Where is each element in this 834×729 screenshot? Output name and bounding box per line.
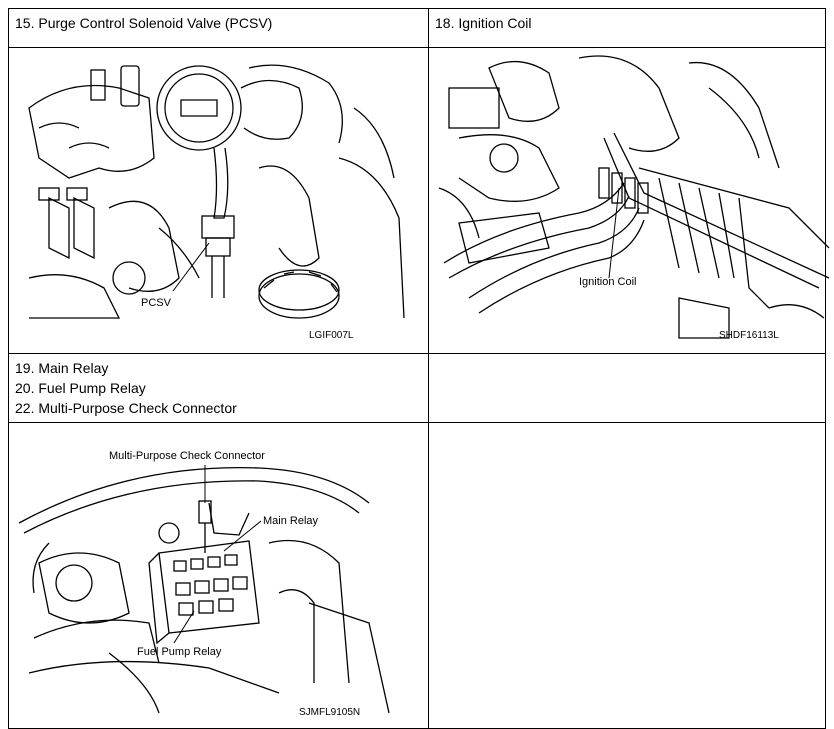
relays-illustration: Multi-Purpose Check Connector Main Relay…	[18, 450, 390, 714]
relays-line-fuel-pump-relay: 20. Fuel Pump Relay	[15, 380, 146, 396]
fuel-pump-relay-callout: Fuel Pump Relay	[137, 646, 222, 658]
pcsv-illustration: PCSV	[28, 64, 405, 319]
pcsv-figure-cell: PCSV LGIF007L	[8, 47, 429, 354]
ignition-figure: Ignition Coil SHDF16113L	[429, 48, 830, 353]
pcsv-figure: PCSV LGIF007L	[9, 48, 428, 353]
empty-figure-cell	[428, 422, 826, 729]
relays-figure-cell: Multi-Purpose Check Connector Main Relay…	[8, 422, 429, 729]
pcsv-header: 15. Purge Control Solenoid Valve (PCSV)	[8, 8, 429, 48]
ignition-illustration: Ignition Coil	[438, 55, 830, 339]
mpcc-callout: Multi-Purpose Check Connector	[109, 450, 265, 462]
relays-figure-code: SJMFL9105N	[299, 707, 361, 718]
ignition-title: 18. Ignition Coil	[435, 15, 532, 31]
pcsv-title: 15. Purge Control Solenoid Valve (PCSV)	[15, 15, 273, 31]
ignition-figure-code: SHDF16113L	[719, 330, 779, 341]
ignition-callout: Ignition Coil	[579, 276, 636, 288]
empty-header-cell	[428, 353, 826, 423]
main-relay-callout: Main Relay	[263, 515, 319, 527]
pcsv-callout: PCSV	[141, 297, 172, 309]
relays-header: 19. Main Relay 20. Fuel Pump Relay 22. M…	[8, 353, 429, 423]
relays-figure: Multi-Purpose Check Connector Main Relay…	[9, 423, 428, 728]
ignition-header: 18. Ignition Coil	[428, 8, 826, 48]
relays-line-check-connector: 22. Multi-Purpose Check Connector	[15, 400, 237, 416]
relays-line-main-relay: 19. Main Relay	[15, 360, 109, 376]
pcsv-figure-code: LGIF007L	[309, 330, 354, 341]
component-location-table: 15. Purge Control Solenoid Valve (PCSV) …	[8, 8, 830, 729]
ignition-figure-cell: Ignition Coil SHDF16113L	[428, 47, 830, 354]
